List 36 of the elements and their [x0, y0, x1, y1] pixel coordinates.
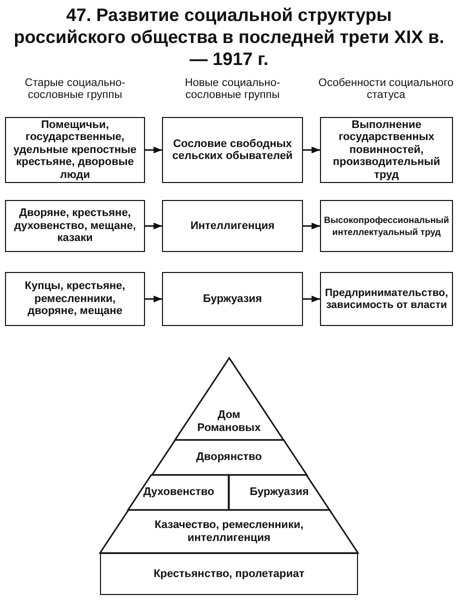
- text-box: [5, 272, 145, 326]
- node-text: Помещичьи, государственные, удельные крепостные крестьяне, дворовые люди: [12, 118, 138, 182]
- node-text: Высокопрофессиональный интеллектуальный труд: [324, 214, 450, 238]
- column-header: Новые социально-сословные группы: [184, 77, 282, 101]
- text-box: [320, 272, 453, 326]
- arrow: [303, 222, 320, 230]
- node-text: Духовенство: [143, 486, 214, 499]
- text-box: [162, 117, 303, 183]
- node-text: Крестьянство, пролетариат: [154, 568, 304, 580]
- node-text: Предлринимательство, зависимость от власти: [325, 286, 448, 312]
- text-box: [162, 272, 303, 326]
- node-text: Интеллигенция: [190, 220, 275, 232]
- arrow: [145, 222, 162, 230]
- arrow: [303, 146, 320, 154]
- arrow: [145, 146, 162, 154]
- node-text: Буржуазия: [203, 292, 262, 306]
- pyramid-tier: [100, 553, 358, 595]
- column-header: Особенности социального статуса: [318, 77, 454, 101]
- node-text: Купцы, крестьяне, ремесленники, дворяне, мещане: [24, 280, 126, 318]
- arrow: [145, 296, 162, 302]
- node-text: Выполнение государственных повинностей, производительный труд: [332, 118, 442, 182]
- pyramid-tier: [152, 440, 306, 475]
- node-text: Буржуазия: [250, 486, 309, 499]
- node-text: Дворянство: [196, 451, 262, 464]
- title: 47. Развитие социальной структуры российского общества в последней трети XIX в. — 1917 г.: [12, 4, 446, 70]
- column-header: Старые социально-сословные группы: [24, 77, 126, 101]
- text-box: [162, 200, 303, 252]
- pyramid-tier: [174, 358, 284, 440]
- text-box: [5, 200, 145, 252]
- arrow: [303, 296, 320, 302]
- text-box: [320, 200, 453, 252]
- node-text: Казачество, ремесленники, интеллигенция: [154, 519, 304, 544]
- text-box: [320, 117, 453, 183]
- node-text: Дом Романовых: [196, 409, 262, 434]
- node-text: Сословие свободных сельских обывателей: [171, 138, 294, 162]
- node-text: Дворяне, крестьяне, духовенство, мещане, казаки: [13, 207, 137, 245]
